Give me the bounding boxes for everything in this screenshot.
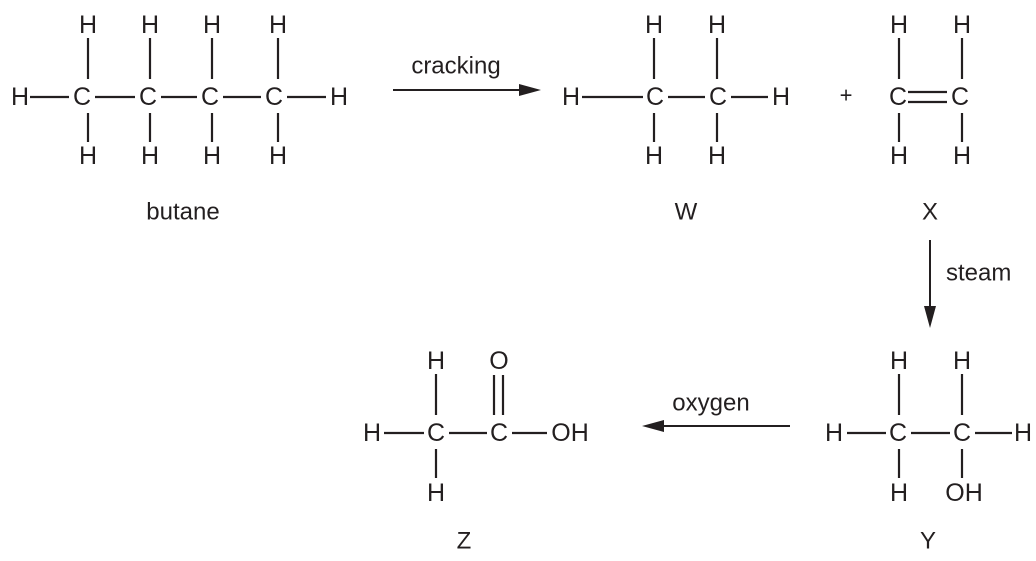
atom-butane-c4: C [265,83,283,111]
atom-butane-h-right: H [330,83,348,111]
atom-butane-h1-bottom: H [79,142,97,170]
molecule-Z: H C C OH H O H Z [363,347,589,555]
label-butane: butane [146,199,219,226]
atom-y-h1-bottom: H [890,479,908,507]
atom-z-o-top: O [489,347,508,375]
atom-butane-c3: C [201,83,219,111]
atom-butane-h-left: H [11,83,29,111]
molecule-X: C C H H H H X [889,11,971,226]
atom-y-h-right: H [1014,419,1032,447]
atom-w-h-left: H [562,83,580,111]
atom-x-h2-bottom: H [953,142,971,170]
atom-x-h2-top: H [953,11,971,39]
atom-butane-c1: C [73,83,91,111]
label-oxygen: oxygen [672,390,749,417]
molecule-W: H C C H H H H H W [562,11,790,226]
atom-w-h1-bottom: H [645,142,663,170]
atom-x-h1-top: H [890,11,908,39]
molecule-butane: H C C C C H H H H H H H H H butane [11,11,348,226]
arrow-steam-head [924,306,936,328]
atom-z-h-left: H [363,419,381,447]
atom-w-h1-top: H [645,11,663,39]
atom-y-h1-top: H [890,347,908,375]
atom-z-c2: C [490,419,508,447]
atom-z-oh: OH [551,419,589,447]
molecule-Y: H C C H H H H OH Y [825,347,1032,555]
arrow-steam: steam [924,240,1011,328]
atom-z-c1: C [427,419,445,447]
atom-butane-h1-top: H [79,11,97,39]
atom-w-h2-bottom: H [708,142,726,170]
label-x: X [922,199,938,226]
atom-w-c1: C [646,83,664,111]
atom-z-h1-bottom: H [427,479,445,507]
label-w: W [675,199,698,226]
atom-butane-h3-top: H [203,11,221,39]
label-z: Z [457,528,472,555]
atom-w-h2-top: H [708,11,726,39]
atom-butane-h4-top: H [269,11,287,39]
arrow-oxygen: oxygen [642,390,790,432]
atom-z-h1-top: H [427,347,445,375]
atom-y-h-left: H [825,419,843,447]
atom-butane-h4-bottom: H [269,142,287,170]
atom-butane-h2-bottom: H [141,142,159,170]
arrow-cracking: cracking [393,53,541,96]
arrow-cracking-head [519,84,541,96]
atom-butane-c2: C [139,83,157,111]
plus-sign: + [840,83,853,108]
atom-butane-h3-bottom: H [203,142,221,170]
atom-x-c1: C [889,83,907,111]
label-steam: steam [946,260,1011,287]
atom-w-c2: C [709,83,727,111]
atom-butane-h2-top: H [141,11,159,39]
atom-y-h2-top: H [953,347,971,375]
atom-x-h1-bottom: H [890,142,908,170]
arrow-oxygen-head [642,420,664,432]
atom-w-h-right: H [772,83,790,111]
atom-x-c2: C [951,83,969,111]
atom-y-c1: C [889,419,907,447]
atom-y-oh: OH [945,479,983,507]
atom-y-c2: C [953,419,971,447]
label-cracking: cracking [411,53,500,80]
label-y: Y [920,528,936,555]
